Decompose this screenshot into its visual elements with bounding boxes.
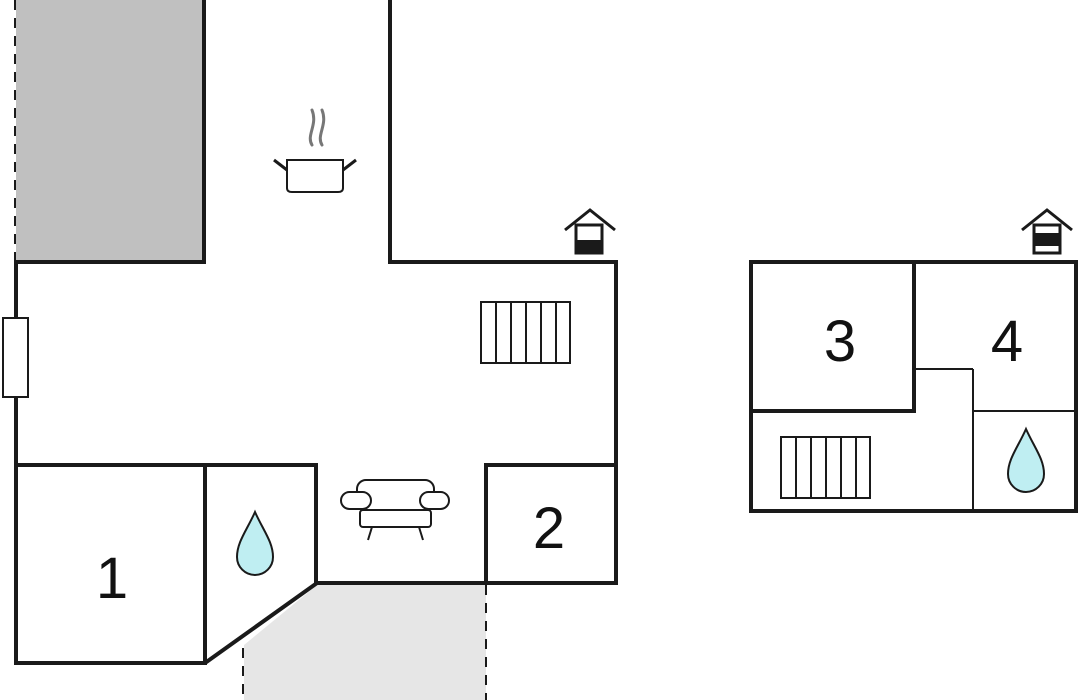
stairs-icon-upper: [780, 436, 871, 499]
wall-room-1: [14, 463, 318, 585]
cooking-pot-icon: [273, 108, 357, 193]
house-floor-icon-upper: [1021, 208, 1073, 255]
main-floor-outline: [14, 0, 618, 665]
house-floor-icon: [564, 208, 616, 255]
room-number-4: 4: [991, 309, 1023, 374]
room-number-3: 3: [824, 309, 856, 374]
room-number-2: 2: [533, 496, 565, 561]
water-drop-icon-upper: [1006, 426, 1046, 493]
wall-room-2: [484, 463, 618, 585]
window-left: [2, 317, 29, 398]
sofa-icon: [340, 479, 450, 541]
stairs-icon: [480, 301, 571, 364]
terrace-top-left: [16, 0, 204, 262]
water-drop-icon: [235, 509, 275, 576]
wall-room-3: [749, 260, 916, 413]
room-number-1: 1: [96, 546, 128, 611]
terrace-bottom: [244, 585, 486, 700]
